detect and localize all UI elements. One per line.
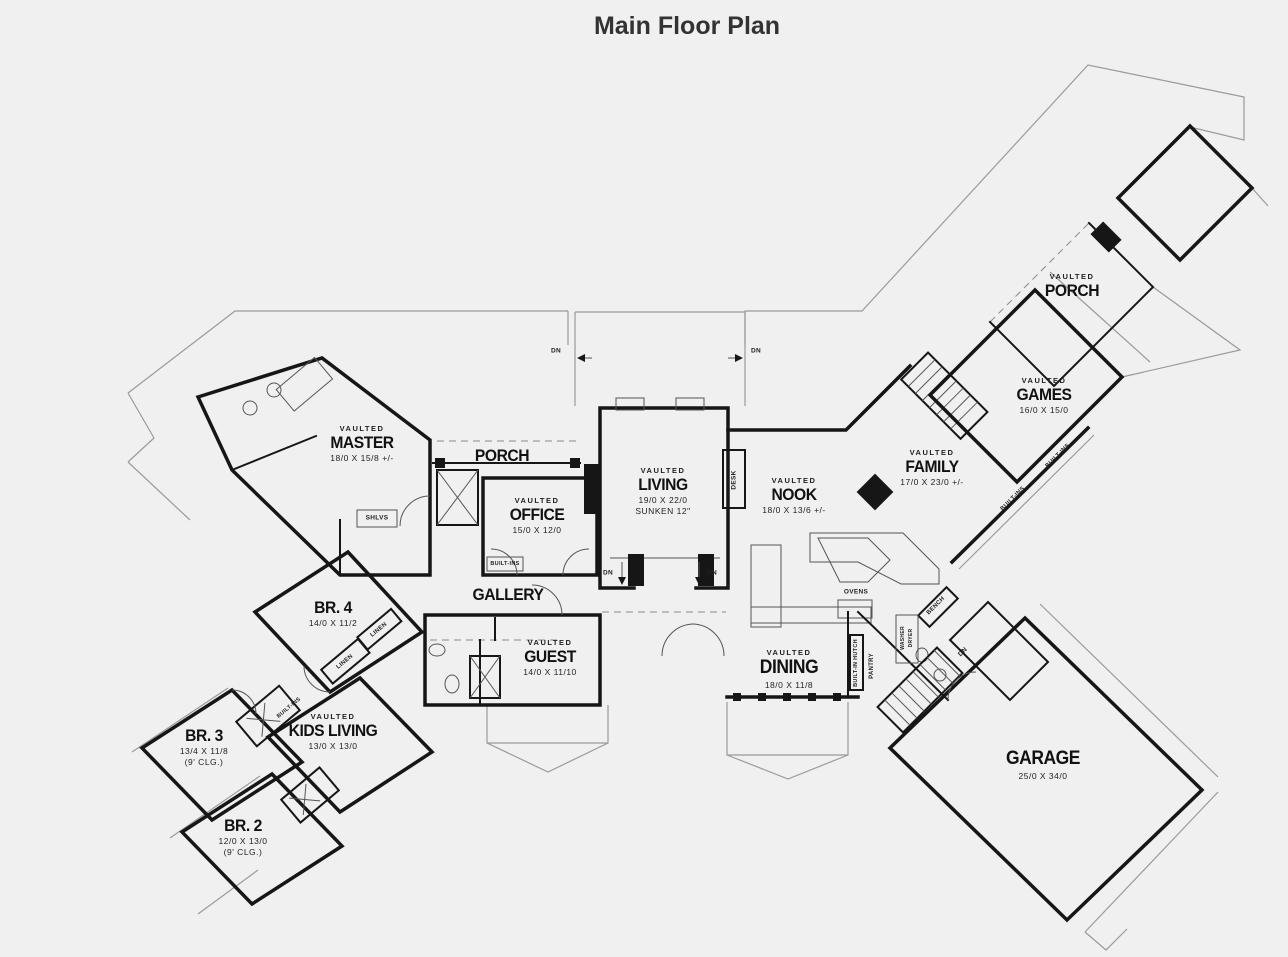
room-label-br3: BR. 3 13/4 X 11/8 (9' CLG.) (179, 726, 229, 767)
deck-outlines (486, 702, 849, 780)
guest-walls (423, 613, 602, 707)
br4-walls (252, 549, 425, 695)
door-arcs (231, 495, 977, 715)
room-label-office: VAULTED OFFICE 15/0 X 12/0 (509, 496, 565, 536)
nook-walls (726, 363, 913, 432)
garage-walls (887, 615, 1205, 923)
laundry-closet (895, 614, 919, 664)
annotation-dn-living-right: DN (707, 569, 717, 577)
kids-living-walls (265, 675, 435, 815)
games-walls (927, 287, 1125, 485)
room-label-guest: VAULTED GUEST 14/0 X 11/10 (523, 638, 577, 678)
room-label-kids-living: VAULTED KIDS LIVING 13/0 X 13/0 (288, 712, 378, 752)
annotation-dryer: DRYER (908, 628, 914, 648)
family-builtins-wall (949, 425, 1091, 565)
hall-bath (234, 684, 302, 748)
master-sink-2-icon (266, 382, 282, 398)
room-label-games: VAULTED GAMES 16/0 X 15/0 (1016, 376, 1072, 416)
nook-fireplace-icon (856, 473, 894, 511)
room-label-living: VAULTED LIVING 19/0 X 22/0 SUNKEN 12" (635, 466, 691, 516)
annotation-washer: WASHER (900, 626, 906, 650)
powder-sink-icon (933, 668, 947, 682)
br2-walls (179, 771, 345, 907)
fireplace-icon (584, 464, 600, 514)
bench-box (916, 585, 960, 629)
toilet-icon (444, 674, 460, 694)
room-label-br2: BR. 2 12/0 X 13/0 (9' CLG.) (218, 816, 268, 857)
stairs-lower (876, 646, 964, 734)
shower-icon (469, 655, 501, 699)
room-label-dining: VAULTED DINING 18/0 X 11/8 (759, 648, 819, 690)
walls (139, 123, 1255, 923)
linen-closet-2 (355, 607, 403, 651)
master-sink-1-icon (242, 400, 258, 416)
room-label-master: VAULTED MASTER 18/0 X 15/8 +/- (330, 424, 394, 464)
office-walls (481, 476, 599, 577)
annotation-dn-porch-right: DN (751, 347, 761, 355)
annotation-pantry: PANTRY (869, 653, 875, 679)
room-label-gallery: GALLERY (472, 585, 544, 604)
corner-room-walls (1115, 123, 1255, 263)
storage-walls (948, 600, 1050, 702)
page-title: Main Floor Plan (593, 12, 781, 40)
room-label-br4: BR. 4 14/0 X 11/2 (308, 598, 358, 629)
shelves-box (356, 509, 398, 528)
step-arrows (577, 354, 743, 585)
stairs-upper (899, 351, 989, 441)
room-label-front-porch: PORCH (474, 446, 530, 465)
annotation-desk: DESK (730, 470, 738, 490)
kitchen-island (817, 537, 891, 583)
annotation-hutch: BUILT-IN HUTCH (853, 639, 859, 687)
annotation-shelves: SHLVS (365, 514, 389, 522)
office-builtins-box (486, 556, 524, 572)
br2-bath (279, 766, 341, 824)
annotation-ovens: OVENS (843, 588, 869, 596)
annotation-dn-porch-left: DN (551, 347, 561, 355)
chimney-icon (1090, 221, 1122, 253)
br3-walls (139, 687, 305, 823)
annotation-dn-living-left: DN (603, 569, 613, 577)
rear-porch-walls (988, 221, 1155, 388)
room-label-family: VAULTED FAMILY 17/0 X 23/0 +/- (900, 448, 964, 488)
room-label-garage: GARAGE 25/0 X 34/0 (1006, 748, 1080, 781)
master-walls (195, 356, 432, 577)
room-label-nook: VAULTED NOOK 18/0 X 13/6 +/- (762, 476, 826, 516)
ovens-box (837, 599, 873, 619)
roof-outline (127, 64, 1269, 951)
desk-nook (722, 449, 746, 509)
tub-icon (275, 356, 334, 412)
closet-box (436, 469, 479, 526)
hutch-box (849, 634, 864, 691)
sink-icon (428, 643, 446, 657)
kitchen-counters (750, 532, 940, 628)
annotation-office-builtins: BUILT-INS (490, 561, 520, 567)
room-label-rear-porch: VAULTED PORCH (1044, 272, 1100, 300)
